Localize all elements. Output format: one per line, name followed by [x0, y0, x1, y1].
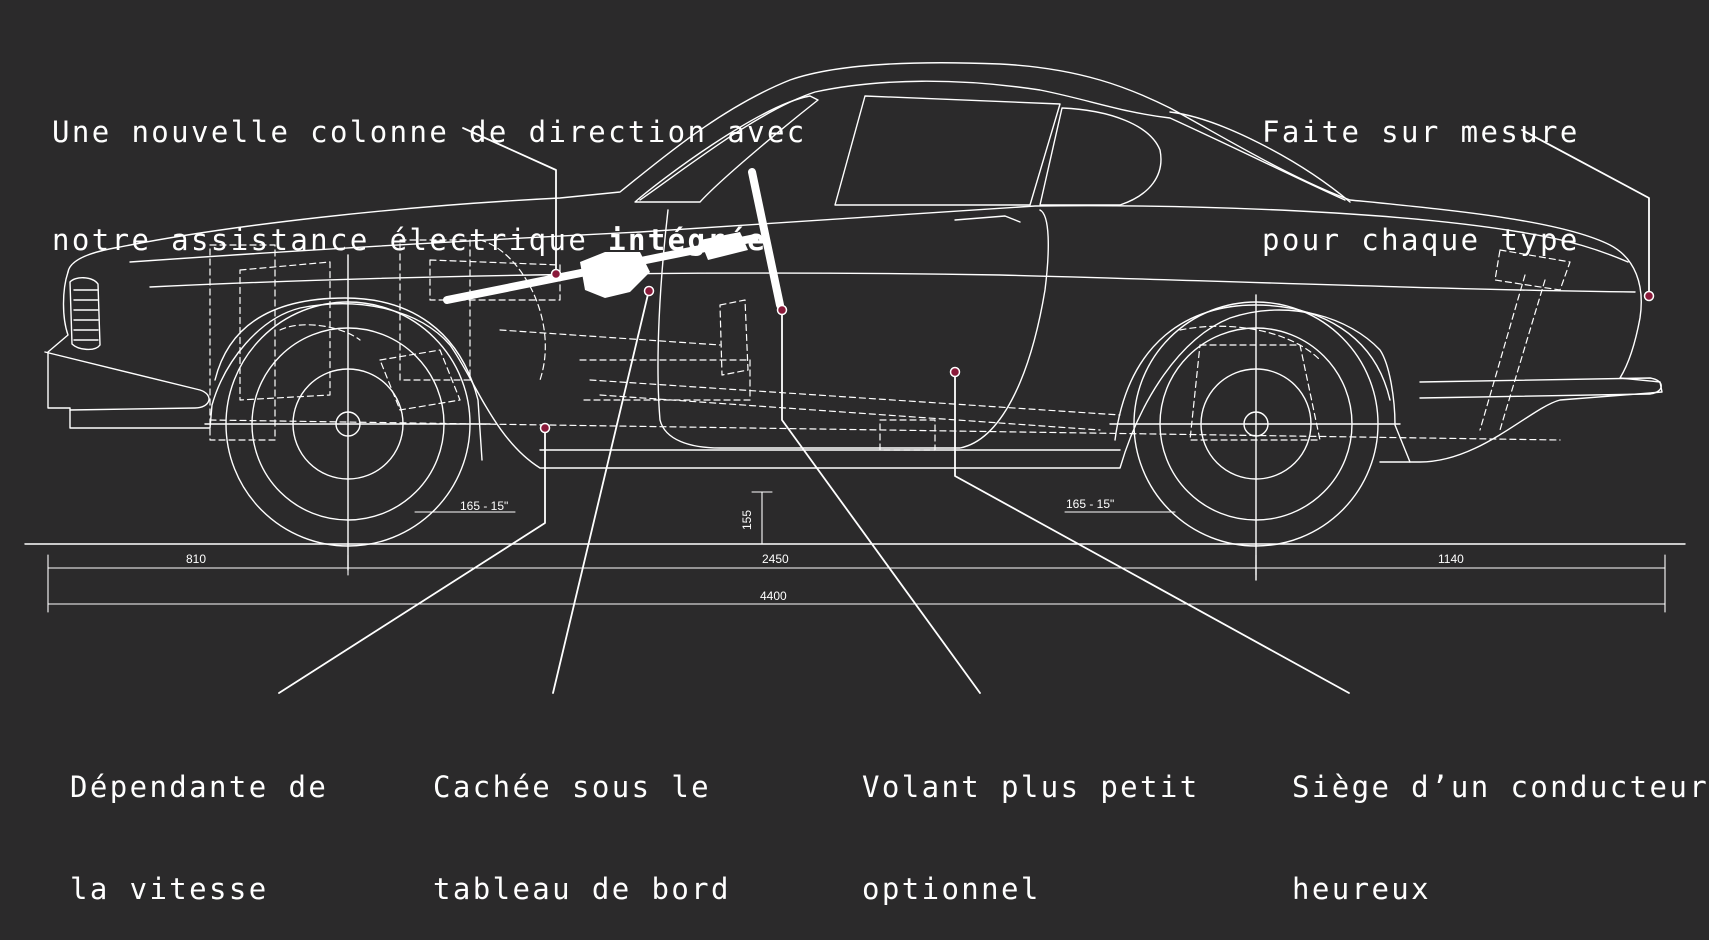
- callout-custom-fit-line1: Faite sur mesure: [1262, 115, 1580, 149]
- rear-bumper: [1419, 377, 1662, 399]
- steering-gearbox: [580, 252, 650, 298]
- callout-custom-fit-line2: pour chaque type: [1262, 223, 1580, 257]
- marker-dashboard: [643, 285, 655, 297]
- callout-wheel-line1: Volant plus petit: [862, 770, 1200, 804]
- side-window: [834, 95, 1061, 206]
- marker-wheel: [776, 304, 788, 316]
- body-beltline: [129, 205, 1629, 263]
- marker-driver: [949, 366, 961, 378]
- callout-dashboard-line2: tableau de bord: [433, 872, 731, 906]
- front-bumper: [44, 351, 210, 411]
- front-wheel-arch: [214, 297, 483, 461]
- callout-speed-line1: Dépendante de: [70, 770, 329, 804]
- dim-tire-rear: 165 - 15": [1066, 497, 1114, 511]
- marker-steering: [550, 268, 562, 280]
- front-grille: [69, 277, 101, 351]
- callout-driver-line2: heureux: [1292, 872, 1432, 906]
- door-handle: [954, 215, 1021, 223]
- dimension-lines: [47, 491, 1666, 613]
- dim-rear-overhang: 1140: [1438, 552, 1464, 566]
- windshield: [634, 95, 819, 203]
- steering-motor: [700, 232, 748, 260]
- rear-roof-line: [1169, 111, 1351, 203]
- marker-speed: [539, 422, 551, 434]
- callout-markers: [539, 268, 1655, 434]
- body-lower-front: [47, 271, 1411, 469]
- marker-custom-fit: [1643, 290, 1655, 302]
- dim-ground-clearance: 155: [740, 510, 754, 530]
- callout-driver-line1: Siège d’un conducteur: [1292, 770, 1709, 804]
- front-wheel: [204, 254, 491, 571]
- callout-custom-fit: Faite sur mesure pour chaque type: [1262, 42, 1580, 294]
- callout-speed-line2: la vitesse: [70, 872, 269, 906]
- dim-total-length: 4400: [760, 589, 787, 603]
- callout-wheel-line2: optionnel: [862, 872, 1041, 906]
- callout-steering-line1: Une nouvelle colonne de direction avec: [52, 115, 807, 149]
- car-blueprint: 810 2450 1140 4400 155 165 - 15" 165 - 1…: [24, 62, 1686, 694]
- dim-wheelbase: 2450: [762, 552, 789, 566]
- hidden-mechanics: [209, 239, 1571, 451]
- body-shoulder: [149, 272, 1636, 293]
- callout-dashboard-line1: Cachée sous le: [433, 770, 712, 804]
- rear-wheel-arch: [1114, 304, 1391, 441]
- rear-wheel: [1109, 294, 1401, 581]
- rear-quarter-window: [1039, 107, 1162, 206]
- leader-lines: [278, 127, 1650, 694]
- dim-tire-front: 165 - 15": [460, 499, 508, 513]
- body-outline: [67, 62, 1663, 463]
- roof-inner: [639, 80, 1346, 201]
- door-outline: [657, 209, 1049, 449]
- dim-front-overhang: 810: [186, 552, 206, 566]
